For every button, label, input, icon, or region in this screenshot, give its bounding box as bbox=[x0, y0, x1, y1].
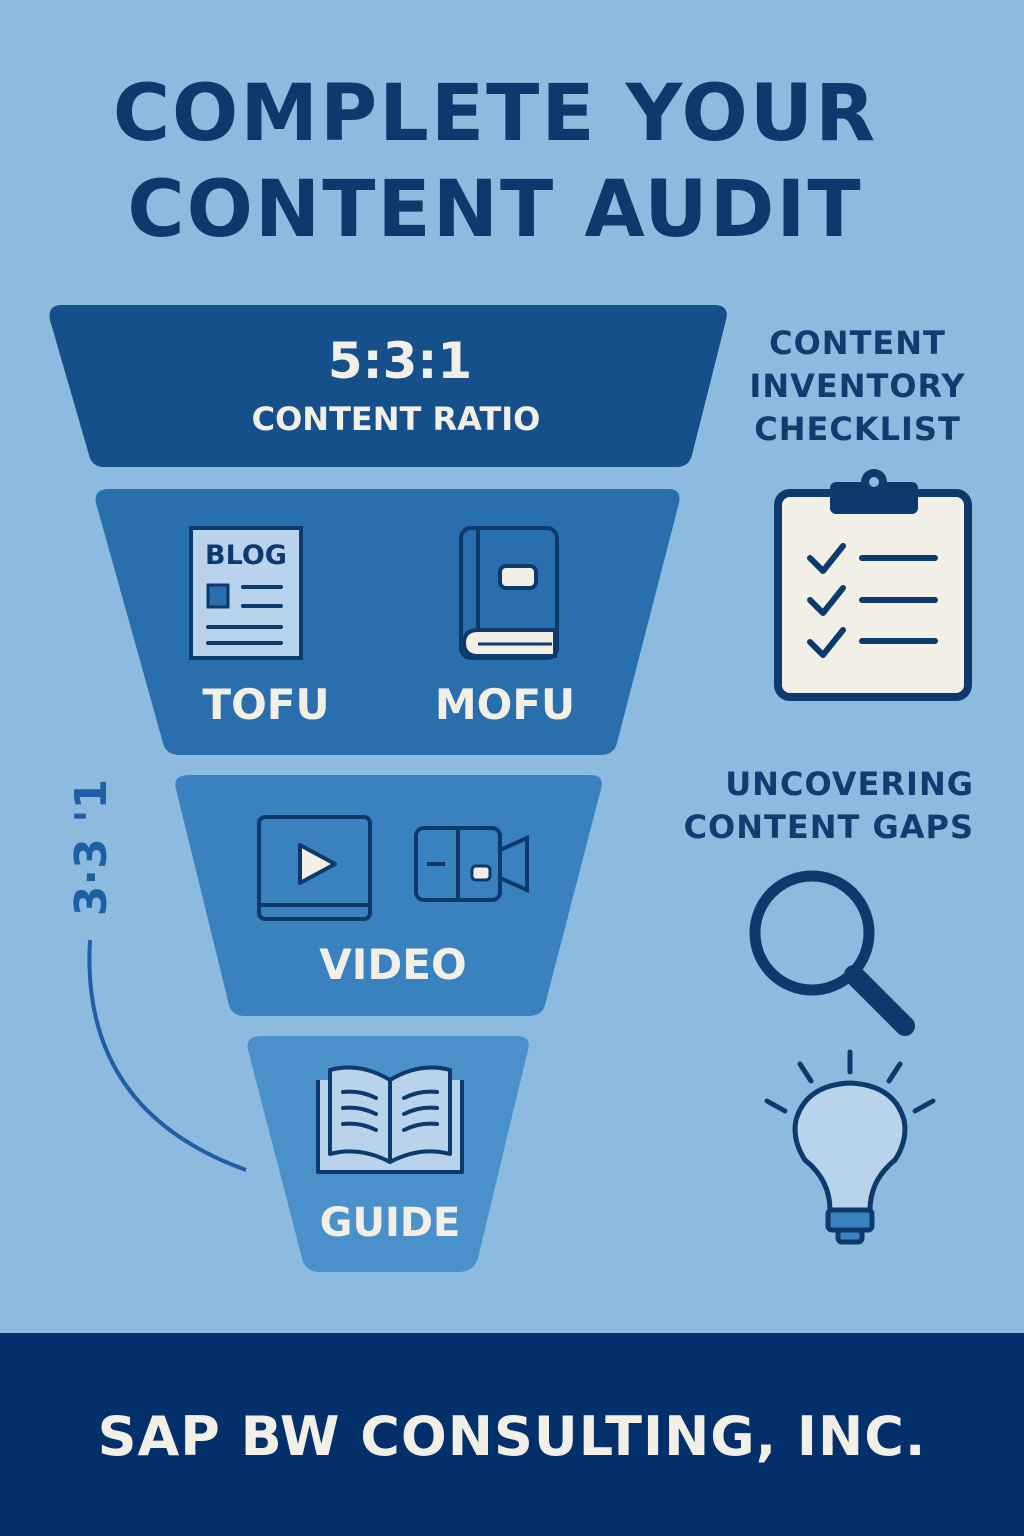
video-play-icon bbox=[257, 815, 372, 921]
lightbulb-icon bbox=[764, 1049, 936, 1245]
blog-icon-label: BLOG bbox=[205, 540, 287, 571]
checklist-line-1: CONTENT bbox=[769, 324, 946, 362]
magnifier-icon bbox=[749, 870, 915, 1036]
title-line-1: COMPLETE YOUR bbox=[112, 69, 878, 159]
company-name: SAP BW CONSULTING, INC. bbox=[97, 1405, 927, 1468]
mofu-label: MOFU bbox=[434, 680, 576, 729]
blog-icon bbox=[189, 526, 303, 660]
open-book-icon bbox=[316, 1065, 464, 1174]
video-camera-icon bbox=[414, 826, 529, 902]
video-label: VIDEO bbox=[319, 940, 467, 989]
vertical-ratio-text: 3·3 '1 bbox=[66, 778, 117, 917]
tofu-label: TOFU bbox=[202, 680, 330, 729]
checklist-line-2: INVENTORY bbox=[749, 367, 966, 405]
funnel-graphic bbox=[49, 305, 972, 1272]
clipboard-checklist-icon bbox=[774, 469, 972, 701]
content-ratio-label: CONTENT RATIO bbox=[251, 400, 541, 438]
ratio-arc bbox=[87, 939, 247, 1172]
checklist-heading: CONTENT INVENTORY CHECKLIST bbox=[740, 322, 975, 451]
gaps-line-2: CONTENT GAPS bbox=[683, 808, 974, 846]
funnel-tier-ratio bbox=[49, 305, 727, 467]
gaps-line-1: UNCOVERING bbox=[725, 765, 974, 803]
title-line-2: CONTENT AUDIT bbox=[127, 165, 863, 255]
footer-bar: SAP BW CONSULTING, INC. bbox=[0, 1333, 1024, 1536]
checklist-line-3: CHECKLIST bbox=[754, 410, 961, 448]
guide-label: GUIDE bbox=[319, 1200, 461, 1246]
book-icon bbox=[459, 526, 559, 660]
content-gaps-heading: UNCOVERING CONTENT GAPS bbox=[660, 763, 974, 849]
funnel-tier-tofu-mofu bbox=[95, 489, 680, 755]
content-ratio-value: 5:3:1 bbox=[327, 332, 473, 390]
